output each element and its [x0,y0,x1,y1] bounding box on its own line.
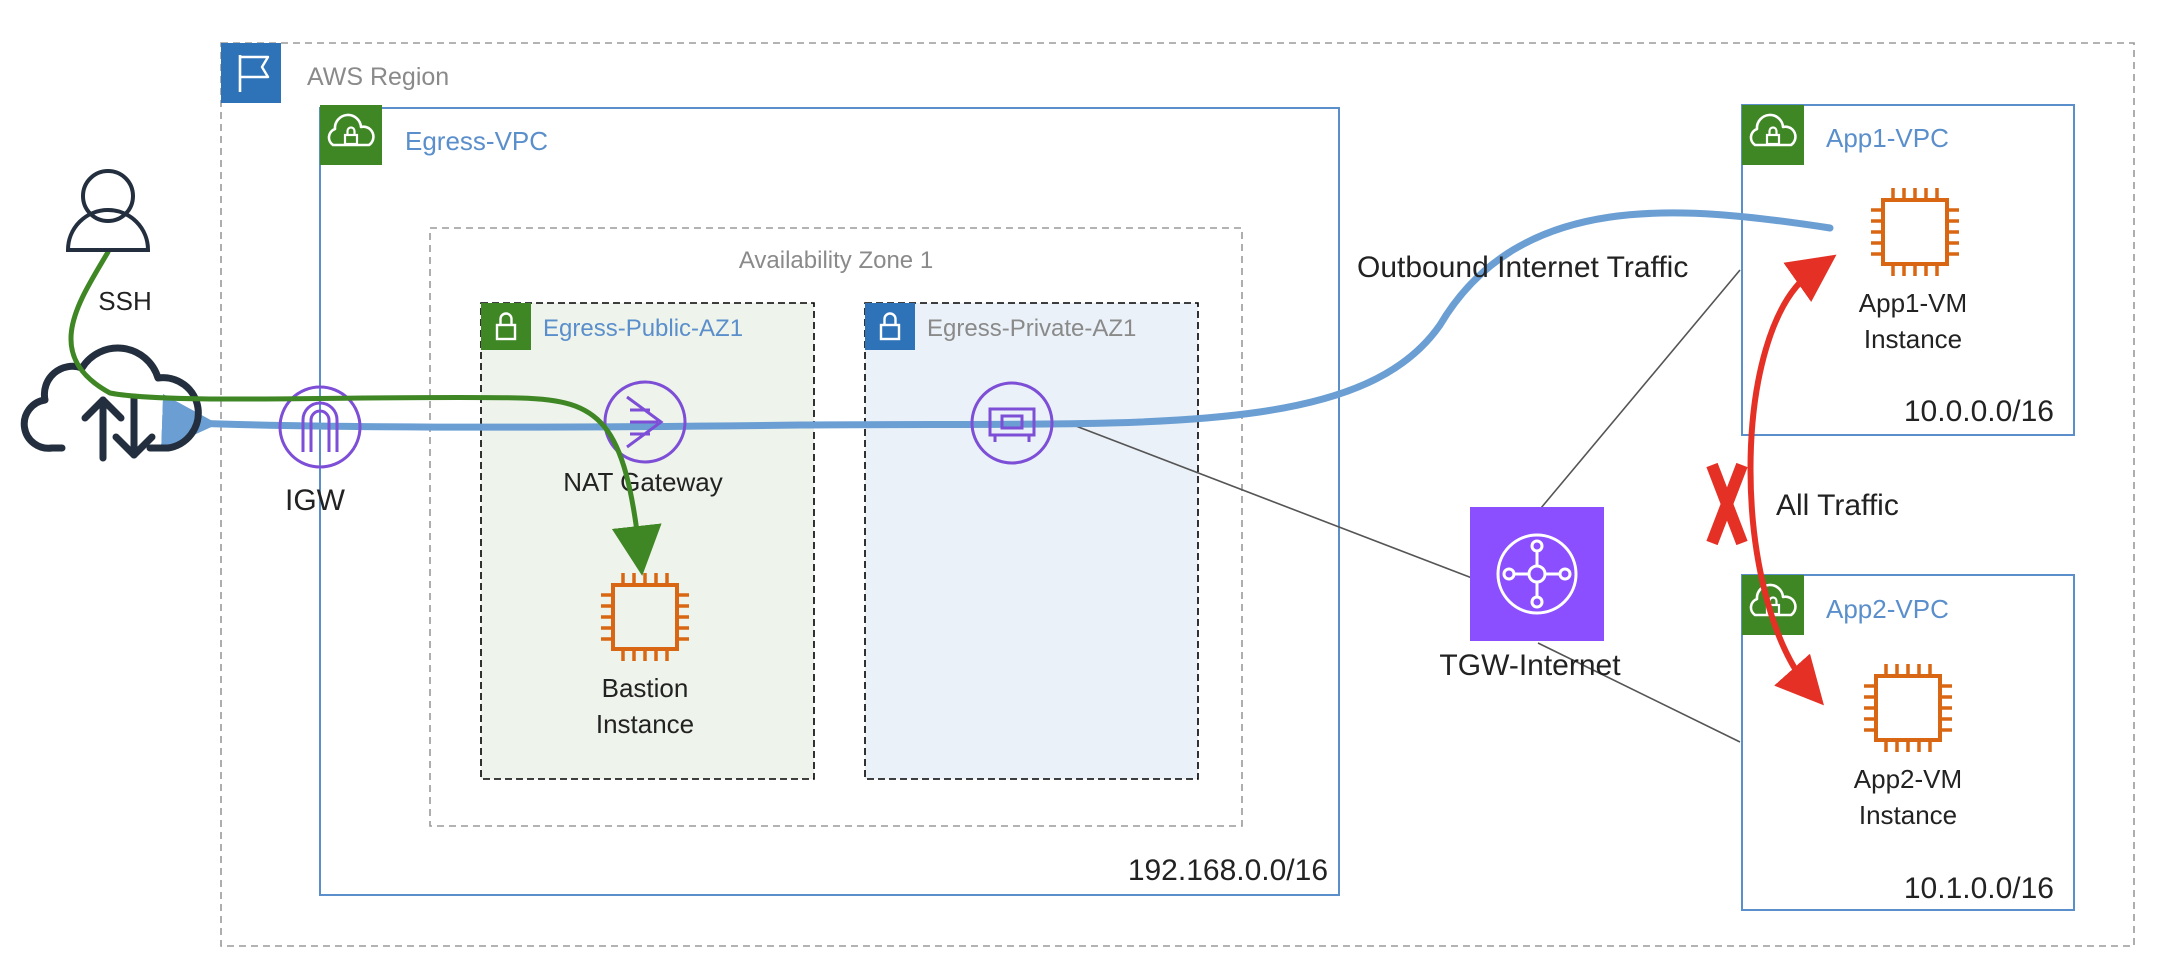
eni-icon [970,381,1054,465]
public-subnet-badge [481,303,531,350]
ec2-chip-icon [1862,662,1954,754]
ec2-chip-icon [1869,186,1961,278]
region-badge [221,43,281,103]
bastion-label-line2: Instance [596,709,694,739]
egress-vpc-label: Egress-VPC [405,126,548,156]
flag-icon [238,55,270,92]
private-subnet-label: Egress-Private-AZ1 [927,315,1136,342]
igw-label: IGW [285,484,346,517]
ssh-label: SSH [98,286,151,316]
app1-vm-label-line1: App1-VM [1859,288,1967,318]
blocked-traffic-arrow [1747,254,1837,706]
public-subnet-label: Egress-Public-AZ1 [543,315,743,342]
igw: IGW [278,385,362,517]
outbound-traffic-path [161,209,1834,450]
egress-vpc: Egress-VPC 192.168.0.0/16 [319,105,1340,896]
blocked-traffic-label: All Traffic [1776,489,1899,522]
outbound-traffic-label: Outbound Internet Traffic [1357,251,1688,284]
tgw-attachment-app2 [1537,642,1741,743]
internet-cloud-icon [20,344,202,462]
tgw-attachment-app1 [1540,269,1741,509]
private-subnet: Egress-Private-AZ1 [864,302,1199,780]
app1-vpc-label: App1-VPC [1826,123,1949,153]
availability-zone: Availability Zone 1 [429,227,1243,827]
nat-gateway-icon [603,380,687,464]
app1-vpc-cidr: 10.0.0.0/16 [1904,395,2054,428]
app2-vm-label-line2: Instance [1859,800,1957,830]
aws-region: AWS Region [220,42,2135,947]
blocked-x-icon [1706,462,1748,546]
ssh-path [68,249,662,576]
nat-gateway: NAT Gateway [563,380,723,497]
igw-icon [278,385,362,469]
app2-vpc-label: App2-VPC [1826,594,1949,624]
transit-gateway-icon [1470,507,1604,641]
public-subnet: Egress-Public-AZ1 [480,302,815,780]
egress-vpc-cidr: 192.168.0.0/16 [1128,854,1328,887]
app2-vpc-cidr: 10.1.0.0/16 [1904,872,2054,905]
tgw-attachments [1067,269,1741,743]
app2-vm-label-line1: App2-VM [1854,764,1962,794]
nat-gateway-label: NAT Gateway [563,467,722,497]
tgw-attachment-egress [1067,422,1473,579]
private-subnet-badge [865,303,915,350]
bastion-label-line1: Bastion [602,673,689,703]
app1-vpc: App1-VPC App1-VM Instance 10.0.0.0/16 [1741,104,2075,436]
transit-gateway: TGW-Internet [1439,507,1621,682]
bastion-instance: Bastion Instance [596,571,694,739]
availability-zone-label: Availability Zone 1 [739,247,933,274]
app1-vm-label-line2: Instance [1864,324,1962,354]
tgw-label: TGW-Internet [1439,649,1621,682]
app2-vpc: App2-VPC App2-VM Instance 10.1.0.0/16 [1741,574,2075,911]
region-label: AWS Region [307,63,449,91]
user-icon [65,169,151,252]
